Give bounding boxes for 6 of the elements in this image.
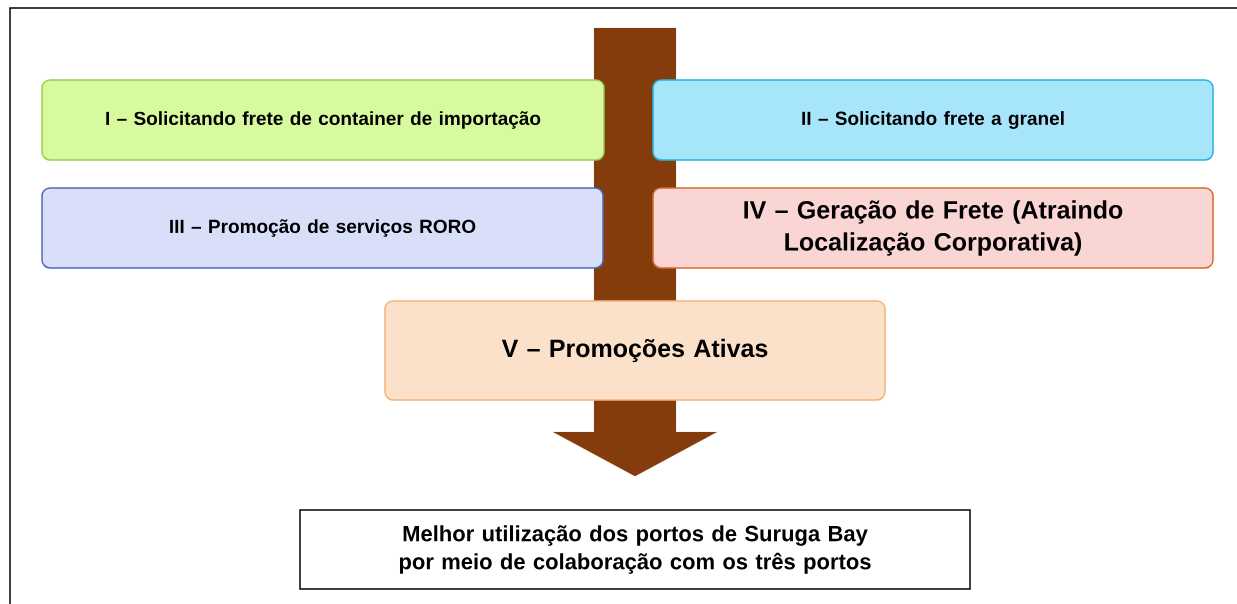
result-box: Melhor utilização dos portos de Suruga Bay por meio de colaboração com os três portos — [299, 509, 971, 590]
process-box: III – Promoção de serviços RORO — [41, 187, 604, 269]
process-box: I – Solicitando frete de container de importação — [41, 79, 605, 161]
process-box: V – Promoções Ativas — [384, 300, 886, 401]
process-box: IV – Geração de Frete (Atraindo Localização Corporativa) — [652, 187, 1214, 269]
process-box: II – Solicitando frete a granel — [652, 79, 1214, 161]
